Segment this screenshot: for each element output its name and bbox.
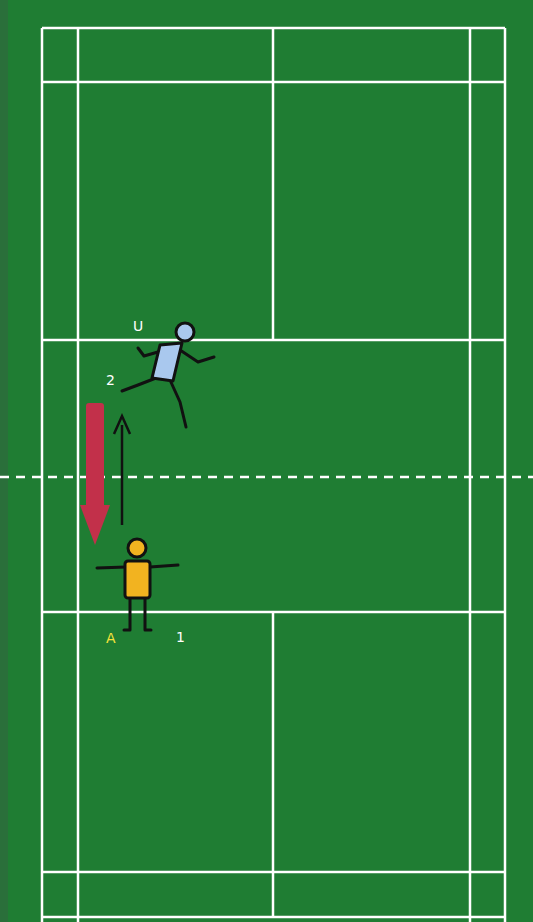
movement-arrow [114, 416, 130, 525]
court-lines [0, 28, 533, 922]
blue-player [122, 323, 214, 427]
shuttle-path-arrow [80, 403, 110, 545]
player-letter: A [106, 630, 116, 646]
position-number: 2 [106, 372, 115, 388]
player-letter: U [133, 318, 143, 334]
position-number: 1 [176, 629, 185, 645]
edge-strip [0, 0, 8, 922]
yellow-player [97, 539, 178, 630]
